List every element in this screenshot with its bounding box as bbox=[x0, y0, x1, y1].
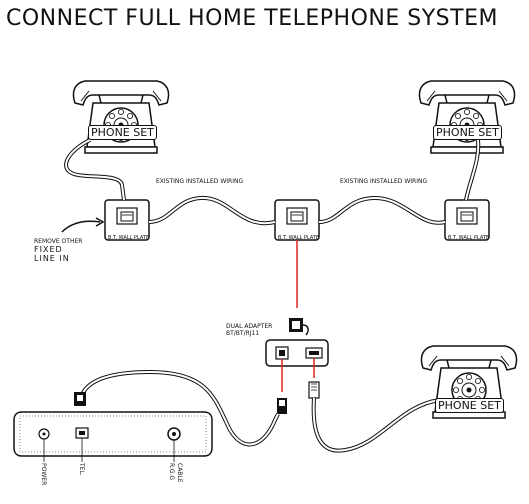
remove-line-note: REMOVE OTHER FIXED LINE IN bbox=[34, 238, 82, 263]
adapter-label-line1: DUAL ADAPTER bbox=[226, 323, 273, 330]
wiring-label-left: EXISTING INSTALLED WIRING bbox=[156, 178, 244, 185]
page-title: CONNECT FULL HOME TELEPHONE SYSTEM bbox=[6, 6, 498, 31]
wall-plate-label-left: B.T. WALL PLATE bbox=[108, 235, 150, 241]
adapter-label: DUAL ADAPTER BT/BT/RJ11 bbox=[226, 323, 272, 337]
remove-note-line3: LINE IN bbox=[34, 254, 70, 263]
wall-plate-center bbox=[274, 199, 320, 241]
wall-plate-right bbox=[444, 199, 490, 241]
wall-plate-label-center: B.T. WALL PLATE bbox=[278, 235, 320, 241]
phone-top-right bbox=[418, 80, 516, 154]
adapter-label-line2: BT/BT/RJ11 bbox=[226, 330, 260, 337]
phone-label-top-right: PHONE SET bbox=[433, 125, 502, 140]
phone-label-bottom-right: PHONE SET bbox=[435, 398, 504, 413]
phone-label-top-left: PHONE SET bbox=[88, 125, 157, 140]
adapter-rj11-plug bbox=[308, 381, 320, 399]
port-label-tel: TEL. bbox=[78, 463, 85, 476]
router-box bbox=[13, 411, 213, 462]
remove-note-line1: REMOVE OTHER bbox=[34, 238, 83, 245]
wall-plate-left bbox=[104, 199, 150, 241]
adapter-bottom-left-plug bbox=[277, 398, 287, 414]
adapter-top-plug bbox=[289, 318, 309, 336]
port-label-power: POWER bbox=[40, 463, 47, 486]
wall-plate-label-right: B.T. WALL PLATE bbox=[448, 235, 490, 241]
wiring-label-right: EXISTING INSTALLED WIRING bbox=[340, 178, 428, 185]
port-label-cable: CABLE bbox=[176, 463, 183, 483]
port-label-rgg: R.G.G bbox=[168, 463, 175, 481]
remove-note-line2: FIXED bbox=[34, 245, 63, 254]
dual-adapter bbox=[265, 339, 329, 367]
